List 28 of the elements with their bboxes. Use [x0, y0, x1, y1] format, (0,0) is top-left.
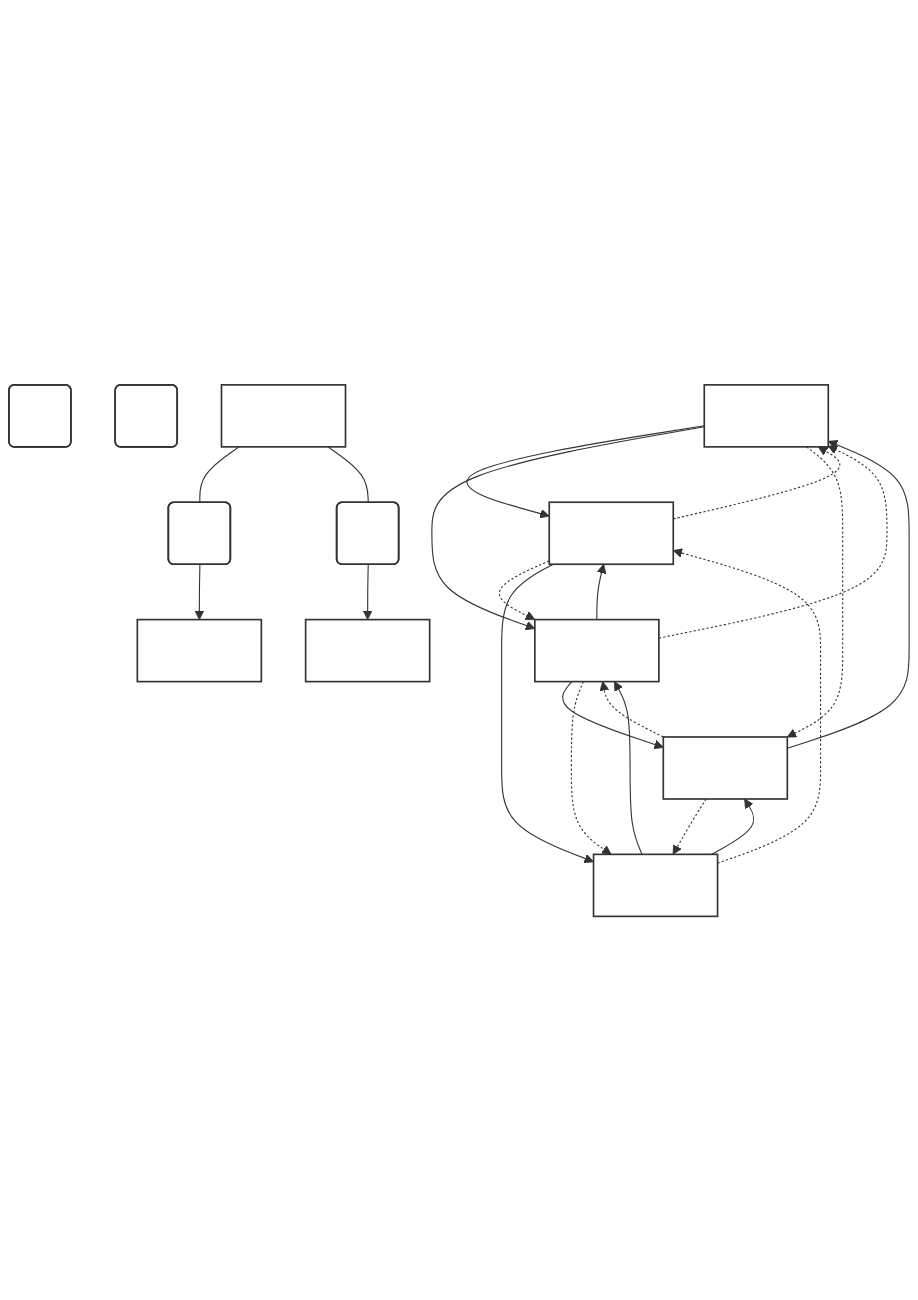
connector: [199, 445, 240, 503]
node-box: [548, 500, 675, 565]
arrow: [672, 797, 707, 855]
arrow: [599, 680, 664, 737]
arrow: [596, 563, 607, 620]
node-box: [662, 735, 789, 800]
node-box: [592, 852, 719, 917]
arrow: [658, 444, 888, 638]
node-box: [304, 618, 431, 682]
arrow: [672, 547, 822, 864]
arrow: [501, 563, 594, 863]
node-box: [220, 383, 347, 448]
connector: [327, 445, 369, 503]
arrow: [562, 680, 664, 749]
arrow: [786, 445, 844, 737]
arrow: [431, 425, 705, 630]
node-box: [136, 618, 263, 682]
arrow: [711, 797, 755, 855]
node-box: [534, 618, 660, 682]
arrow: [672, 445, 841, 519]
arrow: [498, 559, 550, 620]
arrow: [466, 424, 705, 518]
arrow: [786, 439, 910, 749]
arrow: [194, 563, 205, 620]
arrow: [570, 680, 612, 855]
arrow: [613, 680, 643, 855]
arrow: [362, 563, 373, 620]
node-box: [703, 383, 830, 448]
